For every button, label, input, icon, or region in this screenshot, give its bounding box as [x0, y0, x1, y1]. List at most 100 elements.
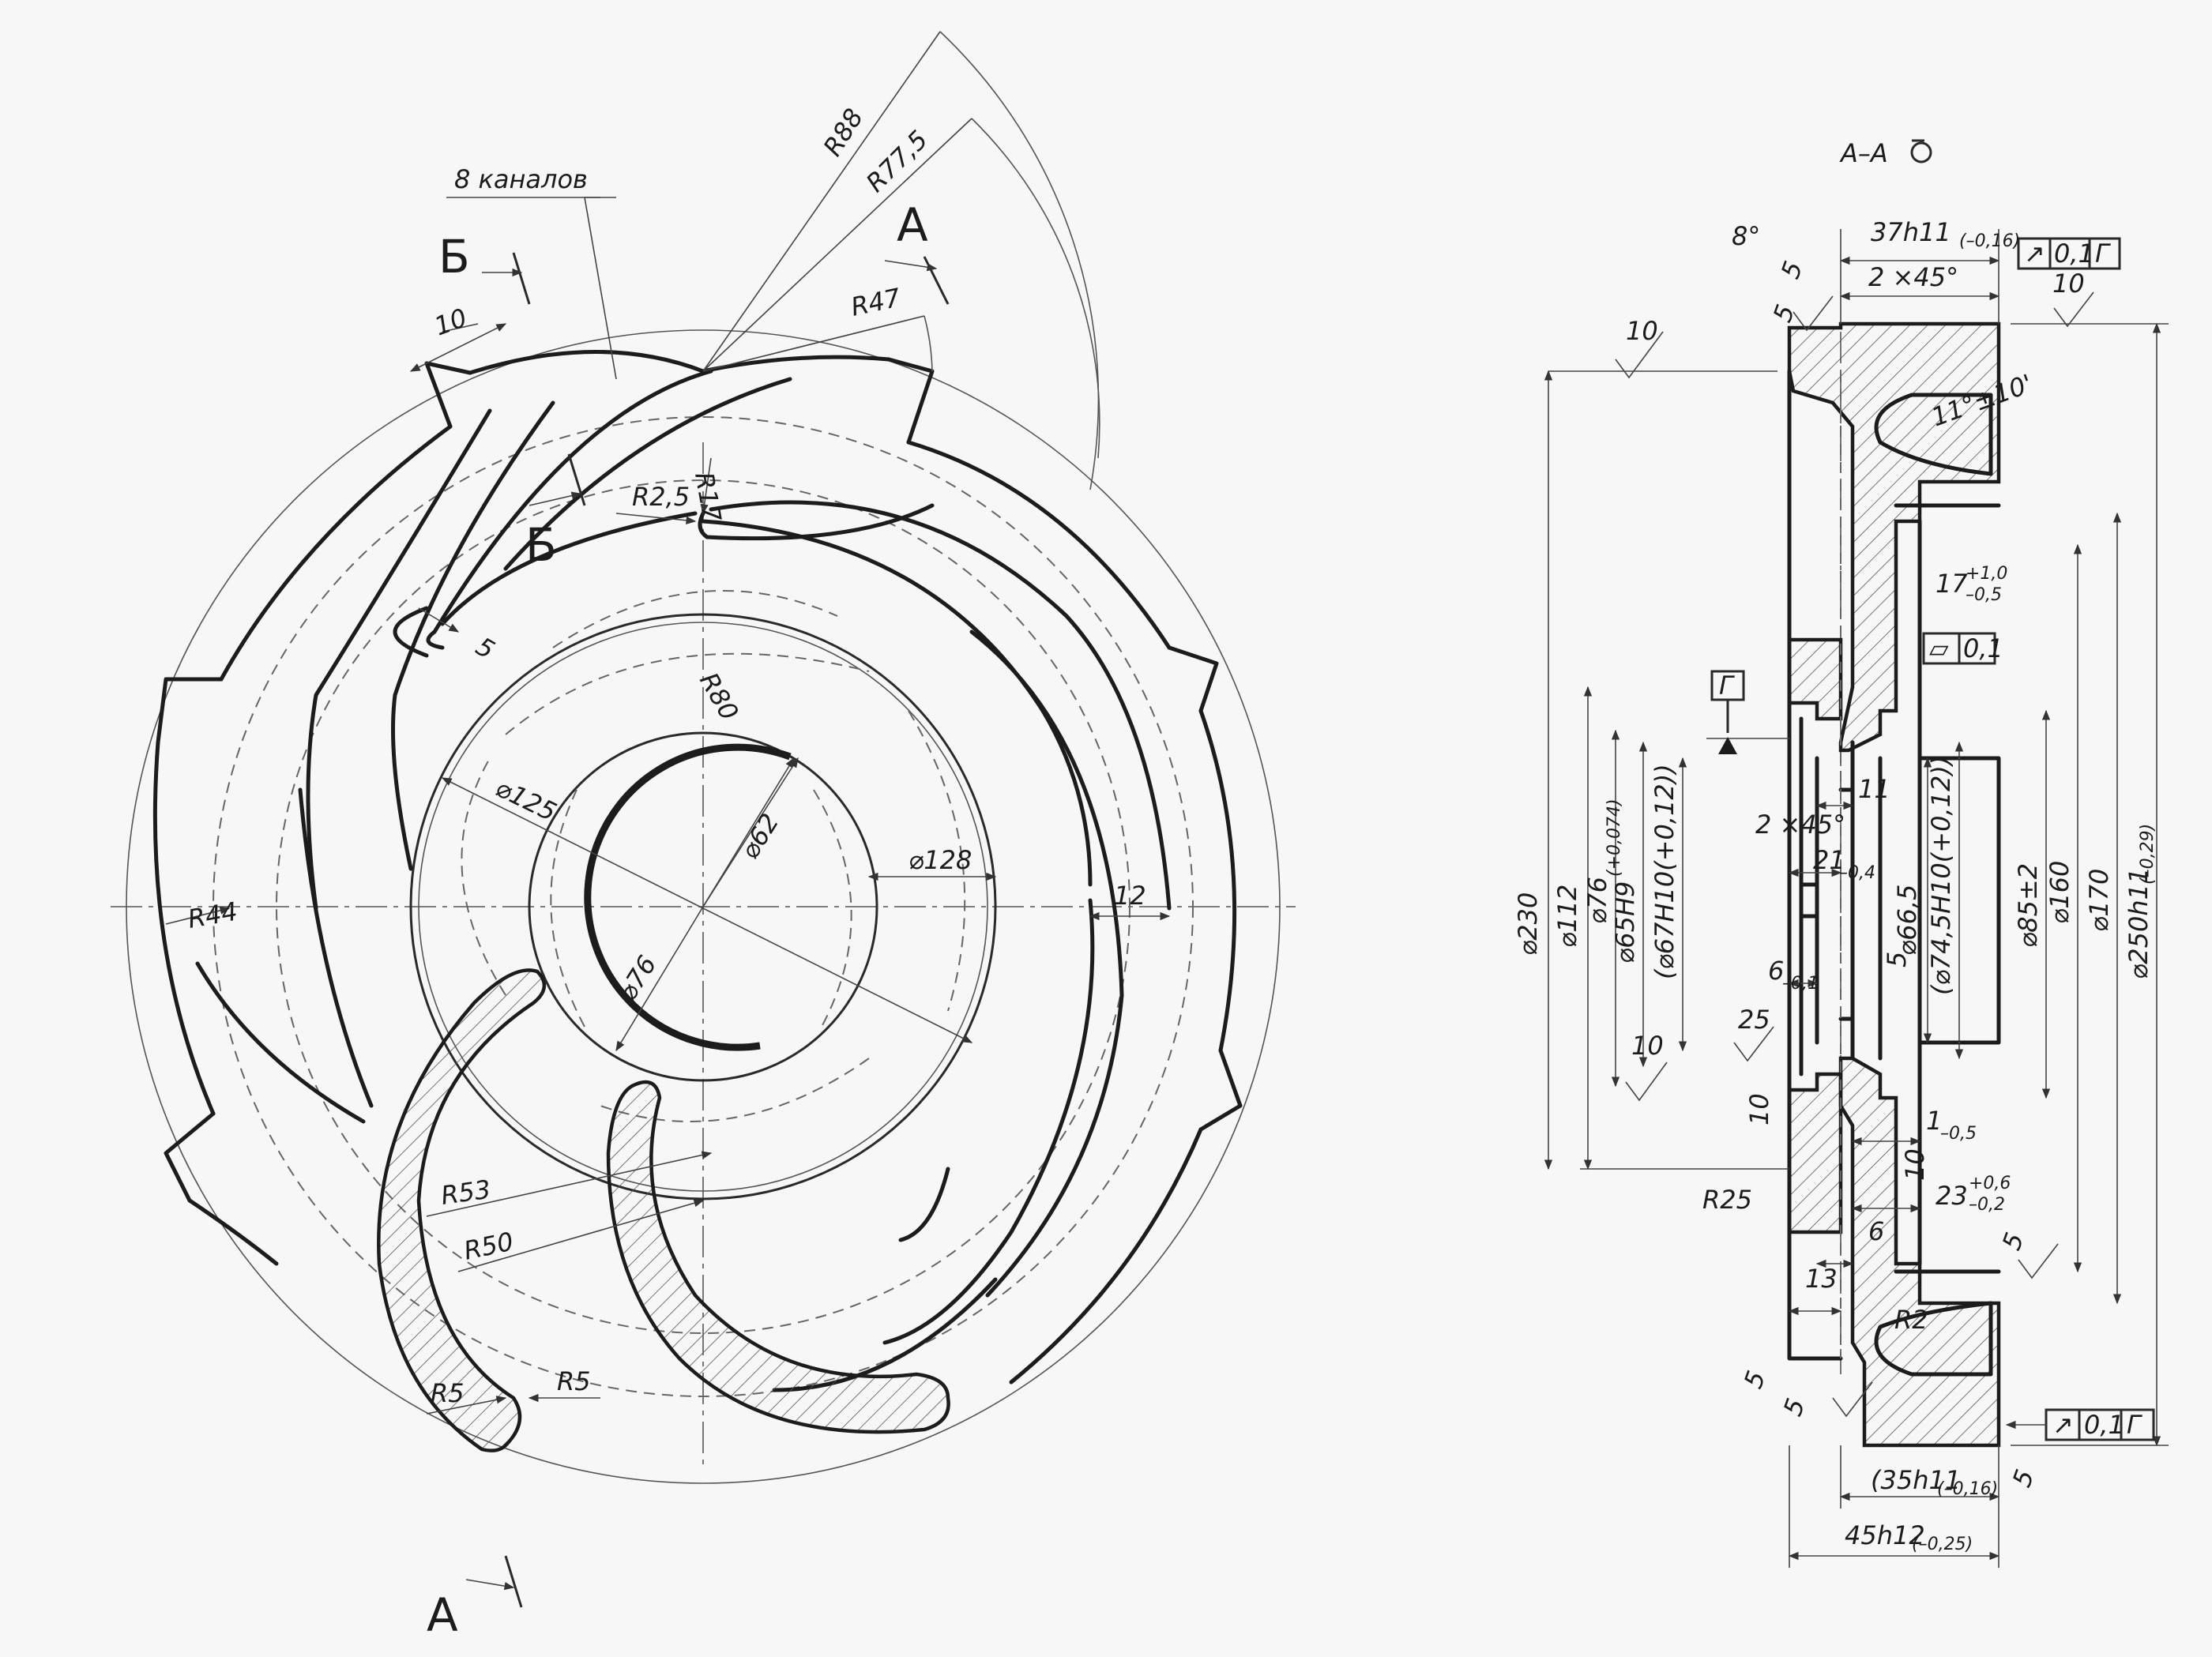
dim-text-r77-5: R77,5: [860, 125, 934, 198]
section-label-a-bottom: А: [427, 1588, 458, 1642]
dim-text-angle8: 8°: [1732, 221, 1760, 251]
dim-text-d76: ⌀76: [612, 950, 663, 1006]
dim-d76: [615, 906, 704, 1052]
leader-r50: [457, 1199, 705, 1272]
dim-text-d67: (⌀67H10(+0,12)): [1650, 764, 1680, 979]
dim-text-r2-5: R2,5: [632, 482, 690, 512]
dim-text-d62: ⌀62: [735, 808, 785, 864]
dim-text-w10-side: 10: [1744, 1093, 1774, 1125]
svg-text:↗: ↗: [2024, 239, 2045, 269]
dim-text-r88: R88: [818, 103, 870, 162]
dim-text-w10: 10: [431, 302, 471, 342]
arc-r77-5: [971, 118, 1100, 459]
dim-text-w45: 45h12: [1845, 1520, 1925, 1550]
dim-w5: [418, 607, 460, 633]
dim-text-d65-tol: (+0,074): [1604, 798, 1624, 877]
dim-text-w5-a: 5: [1775, 257, 1809, 283]
fcf-mid: ▱ 0,1: [1922, 632, 2003, 665]
dim-text-r5-left: R5: [431, 1378, 465, 1408]
dim-text-r80: R80: [694, 667, 744, 726]
dim-text-w37-tol: (–0,16): [1959, 231, 2020, 251]
svg-text:0,1: 0,1: [2054, 239, 2094, 269]
dim-text-r53: R53: [439, 1174, 493, 1211]
rough-text-10-a: 10: [1626, 316, 1658, 346]
dim-text-w5-f: 5: [2007, 1466, 2041, 1491]
horizontal-dims: [1706, 229, 2000, 1568]
dim-text-w23-up: +0,6: [1969, 1174, 2011, 1193]
roughness-marks: [1615, 291, 2094, 1418]
svg-text:0,1: 0,1: [1963, 633, 2003, 663]
dim-text-w6a-tol: –0,1: [1782, 974, 1819, 994]
dim-text-r47: R47: [848, 282, 904, 321]
front-view: 8 каналов А Б Б А R88 R77,5 R47 R17 R2,5…: [111, 31, 1296, 1642]
dim-text-d128: ⌀128: [908, 845, 972, 875]
section-body-upper: [1787, 321, 2001, 753]
dim-text-w5-d: 5: [1778, 1395, 1811, 1420]
dim-text-w5-b: 5: [1767, 301, 1801, 326]
dim-text-w45-tol: (–0,25): [1912, 1535, 1973, 1554]
rough-text-10-b: 10: [2052, 269, 2085, 299]
d125-circle: [418, 622, 988, 1192]
leader-r77-5: [702, 118, 972, 372]
dim-text-w10-in: 10: [1900, 1148, 1930, 1181]
dim-text-d250: ⌀250h11: [2124, 868, 2154, 979]
leader-r17: [700, 457, 712, 515]
dim-text-w6b: 6: [1868, 1216, 1884, 1246]
dim-d125: [441, 777, 973, 1043]
hub-block-upper: [1787, 637, 1843, 721]
impeller-blades: [152, 350, 1243, 1392]
dim-text-w21: 21: [1813, 845, 1845, 875]
dim-text-w21-tol: –0,4: [1839, 863, 1875, 883]
section-title: А–А: [1839, 138, 1888, 168]
dim-text-w12: 12: [1114, 881, 1146, 911]
dim-text-chamfer-top: 2 ×45°: [1868, 262, 1958, 292]
outer-circle: [126, 329, 1281, 1484]
svg-text:Г: Г: [1719, 671, 1735, 701]
hub-block-lower: [1787, 1072, 1843, 1234]
section-mark-b-top: [482, 252, 531, 305]
leader-r47: [702, 315, 925, 372]
dim-text-r5-right: R5: [557, 1366, 591, 1396]
section-view: А–А: [1513, 138, 2169, 1568]
dim-text-r2: R2: [1894, 1305, 1928, 1335]
dim-text-d85: ⌀85±2: [2013, 863, 2043, 948]
dim-text-d170: ⌀170: [2084, 869, 2114, 932]
dim-text-w11: 11: [1858, 774, 1890, 804]
leader-r5-left: [426, 1396, 507, 1415]
leader-r53: [426, 1151, 713, 1217]
section-body-lower: [1838, 1056, 2001, 1448]
dim-text-r50: R50: [461, 1227, 516, 1266]
dim-text-d250-tol: (–0,29): [2138, 824, 2157, 885]
svg-text:↗: ↗: [2052, 1410, 2074, 1440]
hub-bore-arc: [584, 743, 792, 1051]
dim-text-d66-5: ⌀66,5: [1892, 884, 1922, 956]
dim-text-17: 17: [1936, 569, 1968, 599]
dim-text-w13: 13: [1805, 1264, 1838, 1294]
dim-text-d74-5: (⌀74,5H10(+0,12)): [1926, 756, 1956, 995]
dim-text-w5-c: 5: [1738, 1367, 1772, 1392]
section-mark-a-top: [884, 256, 950, 305]
rotation-icon: [1910, 139, 1932, 163]
dim-text-w10-low: 10: [1631, 1031, 1664, 1061]
dim-text-r17: R17: [689, 470, 727, 524]
svg-text:0,1: 0,1: [2084, 1410, 2124, 1440]
d128-circle: [409, 613, 997, 1200]
dim-d62: [702, 757, 799, 907]
section-label-b-top: Б: [438, 230, 470, 284]
section-label-a-top: А: [897, 198, 928, 252]
fcf-top: ↗ 0,1 Г: [2017, 237, 2121, 270]
dim-text-w23: 23: [1936, 1181, 1968, 1211]
dim-text-w35-tol: (–0,16): [1937, 1479, 1998, 1499]
dim-text-chamfer-mid: 2 ×45°: [1755, 810, 1845, 840]
arc-r47: [924, 315, 933, 372]
dim-text-w23-dn: –0,2: [1969, 1195, 2005, 1215]
leader-r88: [702, 31, 941, 372]
dim-text-w6a: 6: [1768, 956, 1784, 986]
dim-text-d65: ⌀65H9: [1610, 881, 1640, 964]
dim-text-w5-e: 5: [1996, 1229, 2030, 1254]
pitch-circle: [213, 416, 1194, 1397]
dim-text-17-up: +1,0: [1966, 564, 2007, 584]
section-mark-a-bottom: [465, 1555, 523, 1608]
dim-text-w1: 1: [1926, 1106, 1942, 1136]
